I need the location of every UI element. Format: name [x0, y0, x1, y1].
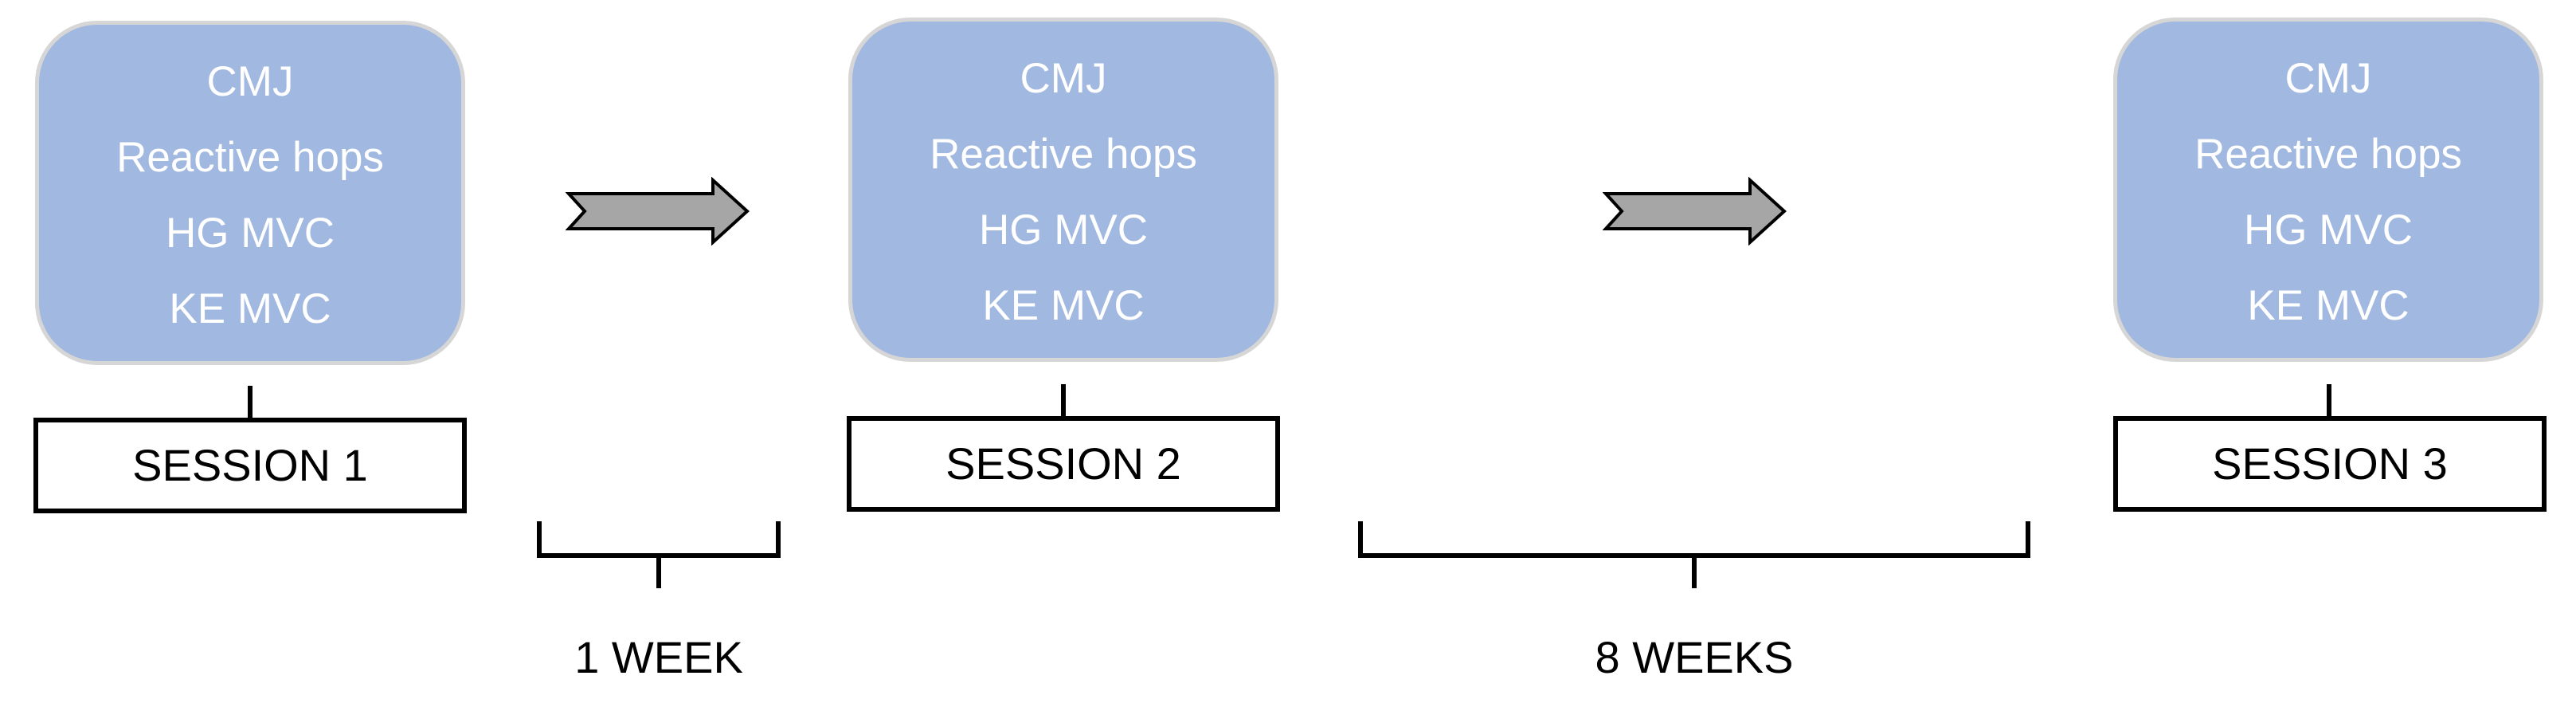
test-item: CMJ [206, 58, 294, 105]
test-item: CMJ [1020, 55, 1107, 102]
interval-label: 8 WEEKS [1595, 632, 1794, 682]
interval-bracket-1 [537, 521, 781, 588]
test-item: KE MVC [2247, 282, 2410, 329]
session-1-test-box: CMJ Reactive hops HG MVC KE MVC [35, 21, 465, 365]
arrow-right-icon [566, 177, 750, 245]
test-item: KE MVC [169, 285, 331, 332]
test-item: Reactive hops [930, 131, 1197, 178]
test-item: KE MVC [982, 282, 1145, 329]
test-item: HG MVC [979, 206, 1148, 253]
session-2-test-box: CMJ Reactive hops HG MVC KE MVC [848, 18, 1278, 362]
test-item: Reactive hops [2194, 131, 2462, 178]
test-item: CMJ [2284, 55, 2372, 102]
session-1-label-box: SESSION 1 [33, 418, 467, 513]
test-item: HG MVC [2244, 206, 2413, 253]
session-3-connector [2327, 384, 2331, 418]
session-3-label-box: SESSION 3 [2113, 416, 2547, 512]
test-item: Reactive hops [116, 134, 384, 181]
session-3-test-box: CMJ Reactive hops HG MVC KE MVC [2113, 18, 2543, 362]
arrow-right-icon [1603, 177, 1787, 245]
session-1-connector [248, 386, 253, 419]
session-2-label-box: SESSION 2 [847, 416, 1280, 512]
interval-label: 1 WEEK [574, 632, 743, 682]
session-2-connector [1061, 384, 1066, 418]
test-item: HG MVC [166, 210, 335, 257]
interval-bracket-2 [1358, 521, 2030, 588]
